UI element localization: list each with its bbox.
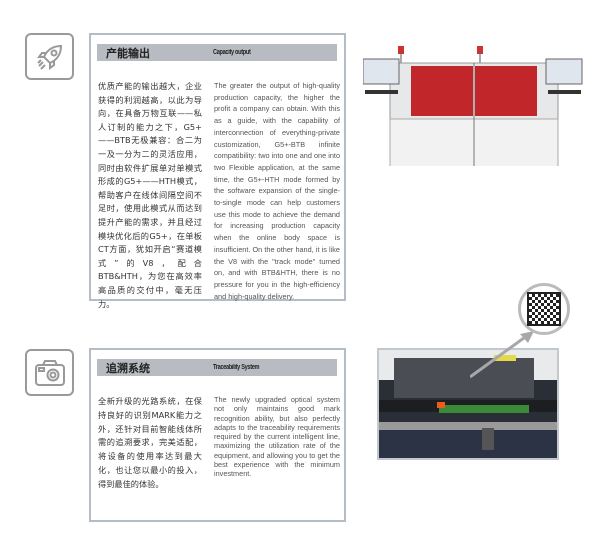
camera-icon xyxy=(34,359,65,386)
section-title-en: Traceability System xyxy=(213,364,260,371)
qr-code-callout xyxy=(518,283,570,335)
body-text-zh: 优质产能的输出越大，企业获得的利润越高，以此为导向，在具备万物互联——私人订制的… xyxy=(98,81,202,309)
traceability-system-panel: 追溯系统 Traceability System 全新升级的光路系统，在保持良好… xyxy=(89,348,346,522)
optical-system-photo xyxy=(377,348,559,460)
body-text-en: The newly upgraded optical system not on… xyxy=(214,395,340,479)
section-header: 产能输出 Capacity output xyxy=(97,44,337,61)
rocket-icon-box xyxy=(25,33,74,80)
callout-arrow-icon xyxy=(470,331,534,379)
section-title-en: Capacity output xyxy=(213,49,251,56)
qr-code-icon xyxy=(527,292,561,326)
capacity-output-panel: 产能输出 Capacity output 优质产能的输出越大，企业获得的利润越高… xyxy=(89,33,346,309)
body-text-zh: 全新升级的光路系统，在保持良好的识别MARK能力之外，还针对目前智能线体所需的追… xyxy=(98,396,202,489)
section-header: 追溯系统 Traceability System xyxy=(97,359,337,376)
rocket-icon xyxy=(36,44,62,70)
section-title-zh: 产能输出 xyxy=(106,46,150,60)
camera-icon-box xyxy=(25,349,74,396)
machine-image xyxy=(362,46,585,172)
section-title-zh: 追溯系统 xyxy=(106,361,150,375)
body-text-en: The greater the output of high-quality p… xyxy=(214,81,340,301)
